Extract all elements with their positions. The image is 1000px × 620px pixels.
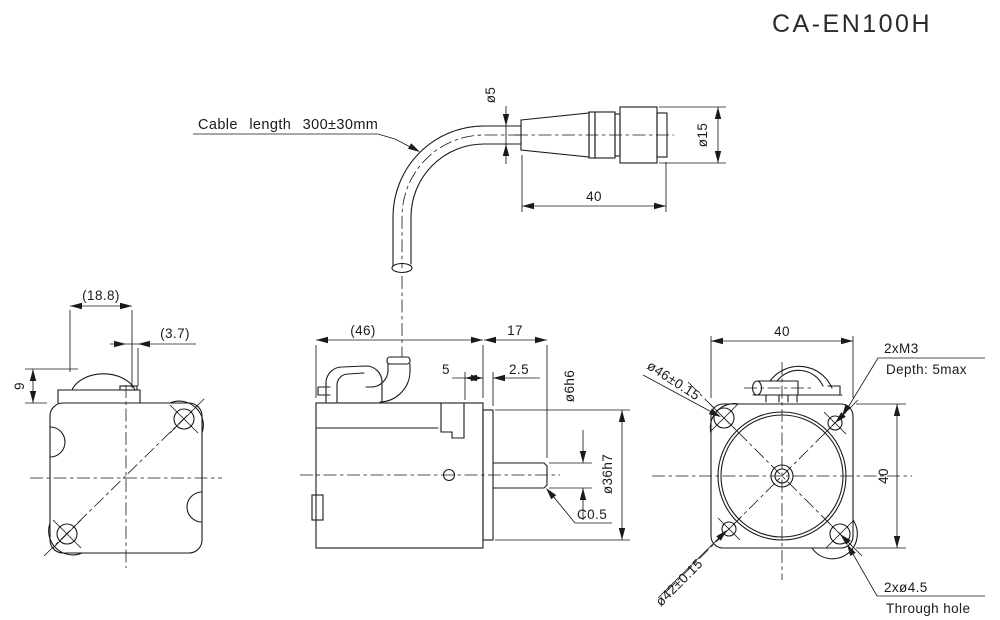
through-note-label: Through hole: [886, 601, 970, 616]
cap-width-dim: (18.8): [82, 288, 120, 303]
shaft-diameter-dim: ø6h6: [562, 370, 577, 402]
top-view: (18.8) (3.7) 9: [12, 288, 222, 568]
connector-diameter-dim: ø15: [695, 123, 710, 147]
cap-outline: [57, 389, 141, 404]
right-notch: [186, 491, 203, 523]
cap-offset-dim: (3.7): [160, 326, 190, 341]
side-plate: [311, 494, 324, 521]
left-notch: [49, 426, 66, 458]
front-height-dim: 40: [876, 468, 891, 484]
through-holes-label: 2xø4.5: [884, 580, 928, 595]
boss-diameter-dim: ø36h7: [600, 454, 615, 494]
cable-diameter-dim: ø5: [483, 87, 498, 104]
cable-inner-edge: [410, 143, 522, 265]
shaft: [492, 462, 548, 489]
dome-arc: [71, 373, 136, 391]
tapped-depth-label: Depth: 5max: [886, 362, 967, 377]
chamfer-dim: C0.5: [577, 507, 607, 522]
body-width-dim: (46): [350, 323, 376, 338]
drawing-title: CA-EN100H: [772, 10, 932, 38]
mounting-holes: [52, 404, 199, 549]
recess: [440, 402, 465, 439]
bolt-circle-tapped-dim: ø42±0.15: [653, 556, 706, 609]
cable-end-cap: [391, 262, 413, 274]
front-width-dim: 40: [774, 324, 790, 339]
cable-grommet-side: [317, 356, 411, 403]
cable-outer-edge: [392, 125, 522, 267]
shaft-length-dim: 17: [507, 323, 523, 338]
side-view: (46) 17 5 2.5 ø6h6 ø36h7 C0.5: [300, 323, 630, 549]
tapped-holes-label: 2xM3: [884, 341, 919, 356]
cable-centerline: [401, 134, 521, 268]
cable-grommet-front: [744, 365, 843, 403]
connector-body: [515, 106, 674, 164]
cable-length-leader: [193, 133, 419, 152]
cable-length-label: Cable length 300±30mm: [198, 117, 378, 133]
recess-depth-dim: 5: [442, 362, 450, 377]
connector-length-dim: 40: [586, 189, 602, 204]
front-view: 40 40 ø46±0.15 ø42±0.15 2xM3 Depth: 5max…: [642, 324, 985, 616]
cap-height-dim: 9: [12, 382, 27, 390]
cable-connector-view: Cable length 300±30mm ø5 40: [193, 87, 726, 357]
boss-thickness-dim: 2.5: [509, 362, 529, 377]
cap-tab: [119, 385, 138, 391]
side-body: [315, 402, 484, 549]
